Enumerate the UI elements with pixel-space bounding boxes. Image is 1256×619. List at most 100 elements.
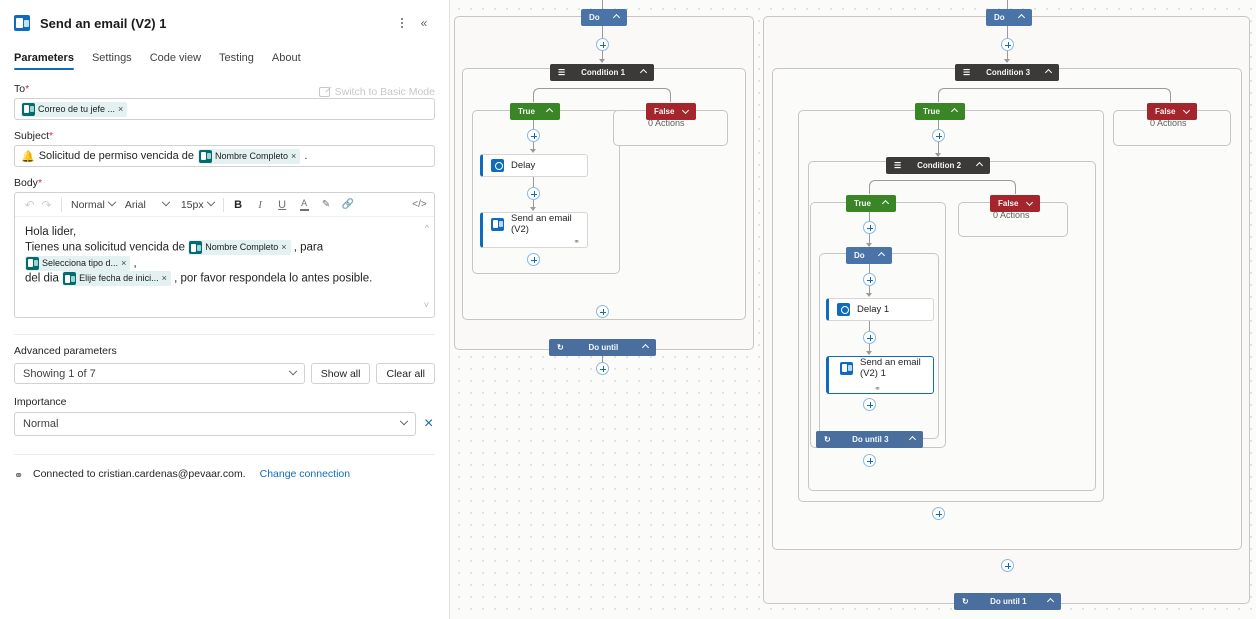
importance-label: Importance [14, 396, 67, 408]
body-line-3: del dia Elije fecha de inici... × , por … [25, 271, 373, 287]
collapse-panel-button[interactable]: « [413, 12, 435, 34]
node-do-inner[interactable]: Do [846, 247, 892, 264]
add-action-button[interactable] [596, 38, 609, 51]
add-action-button[interactable] [932, 507, 945, 520]
add-action-button[interactable] [863, 398, 876, 411]
token-remove-icon[interactable]: × [121, 257, 127, 268]
node-do-until-3[interactable]: ↻ Do until 3 [816, 431, 923, 448]
token-elije-fecha[interactable]: Elije fecha de inici... × [62, 271, 171, 287]
node-false-2-branch[interactable]: False [990, 195, 1040, 212]
node-do-until-1[interactable]: ↻ Do until 1 [954, 593, 1061, 610]
delay-1-label: Delay 1 [857, 304, 890, 315]
chevron-down-icon [206, 197, 215, 206]
add-action-button[interactable] [863, 331, 876, 344]
token-correo-jefe[interactable]: Correo de tu jefe ... × [21, 101, 128, 117]
font-color-icon[interactable]: A [296, 196, 313, 214]
dynamic-content-icon [189, 241, 203, 254]
true-branch-scope [472, 110, 620, 274]
node-true-3-branch[interactable]: True [915, 103, 965, 120]
add-action-button[interactable] [596, 305, 609, 318]
advanced-parameters-select[interactable]: Showing 1 of 7 [14, 363, 305, 384]
scroll-down-icon[interactable]: ˅ [423, 300, 429, 310]
bold-button[interactable]: B [234, 198, 243, 211]
node-delay[interactable]: Delay [480, 154, 588, 177]
add-action-button[interactable] [1001, 38, 1014, 51]
add-action-button[interactable] [863, 221, 876, 234]
link-icon[interactable]: 🔗 [341, 199, 355, 210]
tab-about[interactable]: About [271, 52, 301, 64]
node-do-outer[interactable]: Do [986, 9, 1032, 26]
font-size-select[interactable]: 15px [178, 197, 217, 211]
condition-icon: ☰ [894, 161, 902, 170]
underline-button[interactable]: U [278, 198, 287, 211]
token-nombre-completo-body[interactable]: Nombre Completo × [188, 240, 291, 255]
flow-canvas[interactable]: Do ☰ Condition 1 True Delay [450, 0, 1256, 619]
connection-badge-icon: ⚭ [573, 236, 580, 246]
add-action-button[interactable] [527, 253, 540, 266]
redo-icon[interactable]: ↷ [41, 197, 52, 212]
switch-to-basic-mode-button[interactable]: Switch to Basic Mode [318, 86, 435, 98]
highlight-icon[interactable]: ✎ [321, 199, 331, 210]
connector [869, 264, 870, 274]
outlook-icon [14, 15, 30, 31]
node-false-3-branch[interactable]: False [1147, 103, 1197, 120]
loop-icon: ↻ [824, 435, 831, 444]
undo-icon[interactable]: ↶ [24, 197, 35, 212]
node-true-branch[interactable]: True [510, 103, 560, 120]
token-remove-icon[interactable]: × [118, 104, 124, 114]
importance-select[interactable]: Normal [14, 412, 416, 436]
body-content[interactable]: ^ ˅ Hola lider, Tienes una solicitud ven… [15, 217, 434, 317]
token-selecciona-tipo[interactable]: Selecciona tipo d... × [25, 255, 131, 271]
node-condition-1[interactable]: ☰ Condition 1 [550, 64, 654, 81]
branch-edge-false [938, 180, 1016, 194]
tab-testing[interactable]: Testing [219, 52, 254, 64]
connector [869, 286, 870, 294]
paragraph-style-select[interactable]: Normal [68, 197, 118, 211]
token-nombre-completo[interactable]: Nombre Completo × [198, 148, 301, 164]
tab-code-view[interactable]: Code view [149, 52, 202, 64]
more-options-button[interactable] [391, 12, 413, 34]
to-input[interactable]: Correo de tu jefe ... × [14, 98, 435, 120]
node-send-email[interactable]: Send an email (V2) ⚭ [480, 212, 588, 248]
do-label: Do [994, 13, 1005, 22]
node-do-until[interactable]: ↻ Do until [549, 339, 656, 356]
add-action-button[interactable] [1001, 559, 1014, 572]
node-send-email-1[interactable]: Send an email (V2) 1 ⚭ [826, 356, 934, 394]
token-remove-icon[interactable]: × [161, 273, 167, 284]
token-label: Nombre Completo [215, 151, 289, 161]
token-remove-icon[interactable]: × [281, 242, 287, 252]
scroll-up-icon[interactable]: ^ [424, 223, 429, 233]
node-false-branch[interactable]: False [646, 103, 696, 120]
italic-button[interactable]: I [258, 198, 262, 211]
condition-1-label: Condition 1 [581, 68, 626, 77]
show-all-button[interactable]: Show all [310, 363, 371, 384]
change-connection-link[interactable]: Change connection [259, 468, 351, 480]
add-action-button[interactable] [527, 129, 540, 142]
clear-all-button[interactable]: Clear all [376, 363, 435, 384]
body-field-group: Body* ↶ ↷ Normal Arial 15px B [14, 177, 435, 318]
node-delay-1[interactable]: Delay 1 [826, 298, 934, 321]
condition-3-label: Condition 3 [986, 68, 1031, 77]
code-view-icon[interactable]: </> [412, 199, 427, 210]
node-true-2-branch[interactable]: True [846, 195, 896, 212]
subject-input[interactable]: 🔔 Solicitud de permiso vencida de Nombre… [14, 145, 435, 167]
do-until-label: Do until [588, 343, 619, 352]
node-do[interactable]: Do [581, 9, 627, 26]
tab-settings[interactable]: Settings [91, 52, 132, 64]
add-action-button[interactable] [596, 362, 609, 375]
bell-icon: 🔔 [21, 150, 35, 163]
node-condition-2[interactable]: ☰ Condition 2 [886, 157, 990, 174]
tab-parameters[interactable]: Parameters [14, 52, 74, 70]
add-action-button[interactable] [527, 187, 540, 200]
connector [1007, 51, 1008, 61]
connector [869, 321, 870, 331]
node-condition-3[interactable]: ☰ Condition 3 [955, 64, 1059, 81]
add-action-button[interactable] [932, 129, 945, 142]
font-family-select[interactable]: Arial [122, 197, 172, 211]
plug-icon: ⚭ [14, 470, 24, 482]
body-line-2: Tienes una solicitud vencida de Nombre C… [25, 240, 324, 271]
add-action-button[interactable] [863, 454, 876, 467]
clear-importance-icon[interactable]: × [424, 415, 434, 432]
add-action-button[interactable] [863, 273, 876, 286]
token-remove-icon[interactable]: × [291, 151, 297, 161]
